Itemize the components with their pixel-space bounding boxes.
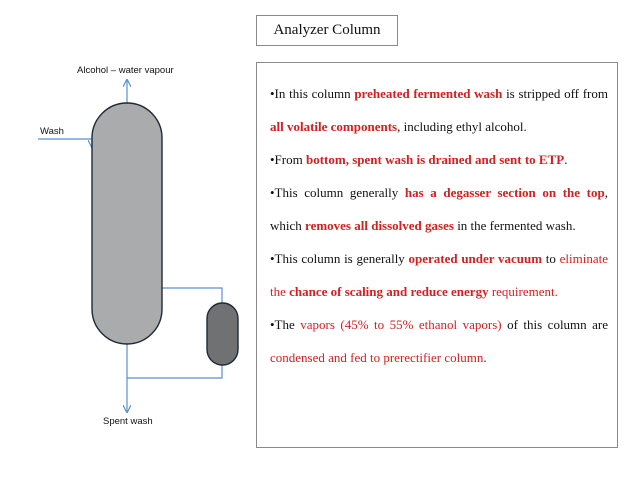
text-run: of this column are [501, 317, 609, 332]
wash-label: Wash [40, 126, 64, 137]
wash-inlet-arrow [38, 138, 92, 147]
highlight-text: chance of scaling and reduce energy [289, 284, 489, 299]
highlight-text: eliminate the [270, 251, 608, 299]
highlight-text: removes all dissolved gases [305, 218, 454, 233]
bullet-paragraph: •The vapors (45% to 55% ethanol vapors) … [270, 308, 608, 374]
reboiler-bottom-line [127, 365, 223, 379]
bullet-paragraph: •This column is generally operated under… [270, 242, 608, 308]
text-run: •The [270, 317, 301, 332]
highlight-text: all volatile components [270, 119, 398, 134]
highlight-text: preheated fermented wash [354, 86, 503, 101]
text-run: to [542, 251, 560, 266]
bullet-paragraph: •From bottom, spent wash is drained and … [270, 143, 608, 176]
highlight-text: operated under vacuum [408, 251, 543, 266]
text-run: is stripped off from [502, 86, 608, 101]
text-run: •In this column [270, 86, 355, 101]
text-run: , which [270, 185, 608, 233]
reboiler-drum [206, 302, 239, 366]
highlight-text: bottom, spent wash is drained and sent t… [305, 152, 565, 167]
highlight-text: has a degasser section on the top [404, 185, 605, 200]
vapour-label: Alcohol – water vapour [77, 65, 174, 76]
bullet-paragraph: •In this column preheated fermented wash… [270, 77, 608, 143]
reboiler-top-line [162, 287, 223, 303]
text-run: •From [270, 152, 306, 167]
text-run: •This column generally [270, 185, 405, 200]
description-box: •In this column preheated fermented wash… [256, 62, 618, 448]
text-run: , including ethyl alcohol. [397, 119, 527, 134]
text-run: . [483, 350, 487, 365]
text-run: . [564, 152, 568, 167]
text-run: in the fermented wash. [453, 218, 576, 233]
slide-title: Analyzer Column [256, 15, 398, 46]
highlight-text: condensed and fed to prerectifier column [270, 350, 484, 365]
analyzer-column-vessel [91, 102, 163, 345]
highlight-text: requirement. [488, 284, 558, 299]
spent-wash-label: Spent wash [103, 416, 153, 427]
highlight-text: vapors (45% to 55% ethanol vapors) [300, 317, 502, 332]
text-run: •This column is generally [270, 251, 409, 266]
bullet-paragraph: •This column generally has a degasser se… [270, 176, 608, 242]
